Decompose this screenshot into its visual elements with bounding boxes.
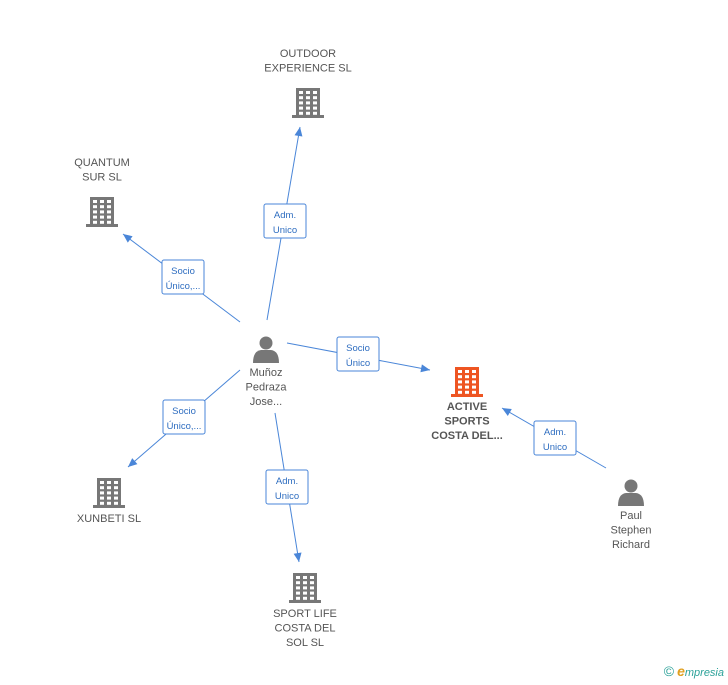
badge-label: Único xyxy=(346,358,370,369)
node-label: XUNBETI SL xyxy=(77,513,141,525)
building-icon xyxy=(292,88,324,118)
person-icon xyxy=(253,336,279,363)
arrowhead-icon xyxy=(502,408,512,416)
node-label: SUR SL xyxy=(82,172,122,184)
node-label: SPORTS xyxy=(444,416,489,428)
badge-label: Único,... xyxy=(167,421,202,432)
badge-label: Unico xyxy=(273,225,297,236)
building-icon xyxy=(451,367,483,397)
node-munoz[interactable]: MuñozPedrazaJose... xyxy=(246,336,288,409)
node-quantum[interactable]: QUANTUM SUR SL xyxy=(74,157,130,227)
copyright-icon: © xyxy=(663,663,675,679)
arrowhead-icon xyxy=(420,364,430,373)
brand-logo: empresia xyxy=(677,663,724,679)
badge-box xyxy=(533,420,577,456)
relation-badge[interactable]: SocioÚnico,... xyxy=(161,259,205,295)
relation-badge[interactable]: Adm. Unico xyxy=(265,469,309,505)
relation-badge[interactable]: SocioÚnico,... xyxy=(162,399,206,435)
building-icon xyxy=(289,573,321,603)
node-label: OUTDOOR xyxy=(280,48,336,60)
node-label: ACTIVE xyxy=(447,401,487,413)
badge-label: Único,... xyxy=(166,281,201,292)
node-label: QUANTUM xyxy=(74,157,130,169)
node-label: SPORT LIFE xyxy=(273,608,337,620)
badge-box xyxy=(265,469,309,505)
badge-label: Adm. xyxy=(276,476,298,487)
badge-box xyxy=(263,203,307,239)
relation-badge[interactable]: Adm. Unico xyxy=(533,420,577,456)
badge-label: Socio xyxy=(346,343,370,354)
badge-label: Unico xyxy=(543,442,567,453)
node-label: COSTA DEL... xyxy=(431,430,503,442)
node-label: COSTA DEL xyxy=(275,623,336,635)
empresia-watermark[interactable]: © empresia xyxy=(664,663,724,679)
node-label: Pedraza xyxy=(246,382,288,394)
arrowhead-icon xyxy=(294,127,303,137)
badge-box xyxy=(162,399,206,435)
nodes-layer: OUTDOOR EXPERIENCE SL QUANTUM SUR SL MuñozPe… xyxy=(74,48,651,649)
badge-label: Unico xyxy=(275,491,299,502)
badge-label: Socio xyxy=(172,406,196,417)
badge-label: Adm. xyxy=(274,210,296,221)
arrowhead-icon xyxy=(128,458,138,467)
relation-badge[interactable]: Adm. Unico xyxy=(263,203,307,239)
node-label: Paul xyxy=(620,510,642,522)
building-icon xyxy=(93,478,125,508)
arrowhead-icon xyxy=(123,234,133,243)
badge-label: Socio xyxy=(171,266,195,277)
building-icon xyxy=(86,197,118,227)
node-xunbeti[interactable]: XUNBETI SL xyxy=(77,478,141,525)
arrowhead-icon xyxy=(293,552,302,562)
badges-layer: Adm.UnicoSocioÚnico,...SocioÚnicoSocioÚn… xyxy=(161,203,577,505)
node-label: EXPERIENCE SL xyxy=(264,63,351,75)
node-label: Stephen xyxy=(611,525,652,537)
node-label: Muñoz xyxy=(249,367,282,379)
badge-box xyxy=(336,336,380,372)
node-outdoor[interactable]: OUTDOOR EXPERIENCE SL xyxy=(264,48,352,118)
node-sportlife[interactable]: SPORT LIFE COSTA DEL SOL SL xyxy=(273,573,337,649)
edges-layer xyxy=(122,126,607,563)
node-label: Richard xyxy=(612,539,650,551)
person-icon xyxy=(618,479,644,506)
badge-box xyxy=(161,259,205,295)
node-active[interactable]: ACTIVE SPORTS COSTA DEL... xyxy=(431,367,503,442)
node-label: Jose... xyxy=(250,396,282,408)
badge-label: Adm. xyxy=(544,427,566,438)
node-label: SOL SL xyxy=(286,637,324,649)
